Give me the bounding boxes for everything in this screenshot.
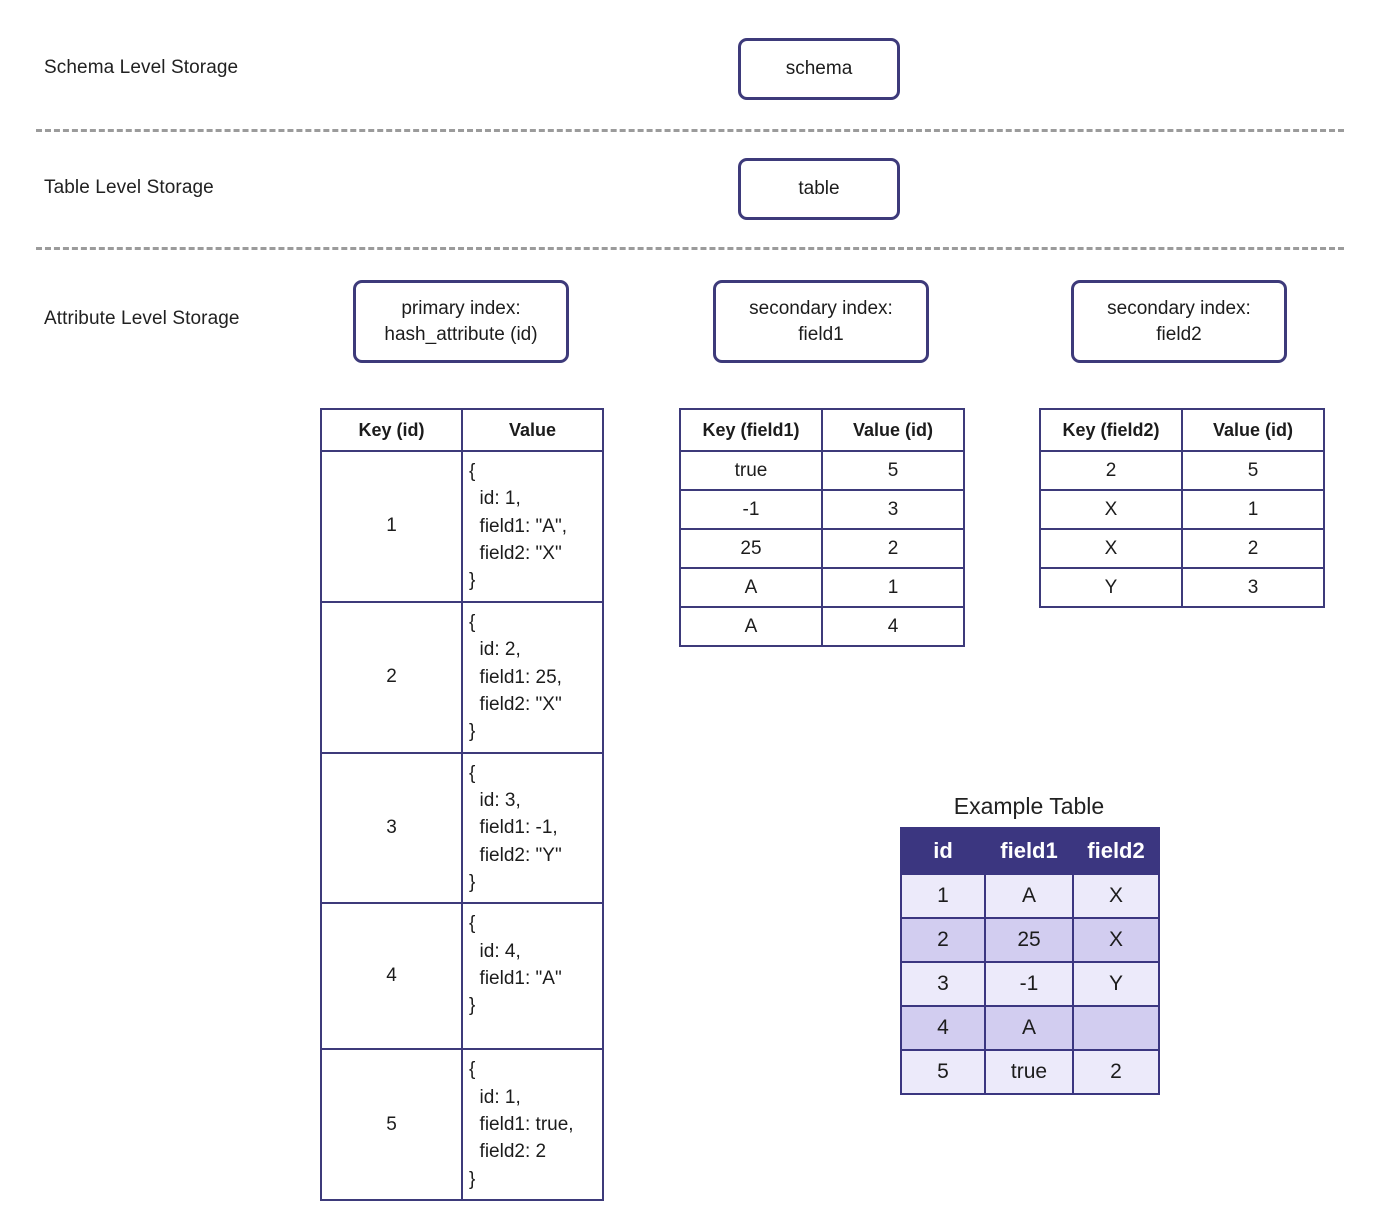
cell-field2: 2 (1072, 1049, 1160, 1095)
column-header-key-field1: Key (field1) (679, 408, 823, 452)
cell-value: { id: 3, field1: -1, field2: "Y" } (461, 751, 604, 905)
cell-key: 1 (320, 450, 463, 603)
cell-field1: A (984, 1005, 1074, 1051)
table-row: X 1 (1039, 489, 1325, 530)
cell-key: 2 (1039, 450, 1183, 491)
table-row: 2 25 X (900, 917, 1160, 963)
cell-value: 2 (821, 528, 965, 569)
table-header-row: Key (field1) Value (id) (679, 408, 965, 452)
secondary-index-field2-kv-table: Key (field2) Value (id) 2 5 X 1 X 2 Y 3 (1039, 408, 1325, 608)
cell-field2: X (1072, 917, 1160, 963)
secondary-index-field2-label-line2: field2 (1156, 323, 1202, 345)
cell-field2: Y (1072, 961, 1160, 1007)
cell-key: X (1039, 528, 1183, 569)
cell-key: 3 (320, 751, 463, 905)
schema-node-box[interactable]: schema (738, 38, 900, 100)
cell-field1: 25 (984, 917, 1074, 963)
primary-index-kv-table: Key (id) Value 1 { id: 1, field1: "A", f… (320, 408, 604, 1202)
dashed-separator-schema-table (36, 129, 1344, 132)
secondary-index-field1-label-line2: field1 (798, 323, 844, 345)
table-row: A 1 (679, 567, 965, 608)
column-header-value: Value (461, 408, 604, 452)
column-header-key-field2: Key (field2) (1039, 408, 1183, 452)
column-header-id: id (900, 827, 986, 875)
cell-value: { id: 1, field1: true, field2: 2 } (461, 1048, 604, 1202)
table-row: -1 3 (679, 489, 965, 530)
cell-key: 5 (320, 1048, 463, 1202)
table-row: 5 true 2 (900, 1049, 1160, 1095)
table-header-row: Key (field2) Value (id) (1039, 408, 1325, 452)
row-label-table-level-storage: Table Level Storage (44, 177, 214, 198)
cell-value: { id: 4, field1: "A" } (461, 902, 604, 1051)
table-row: 4 A (900, 1005, 1160, 1051)
cell-id: 1 (900, 873, 986, 919)
secondary-index-field1-node-box[interactable]: secondary index: field1 (713, 280, 929, 363)
cell-field2-empty (1072, 1005, 1160, 1051)
table-row: 25 2 (679, 528, 965, 569)
secondary-index-field1-kv-table: Key (field1) Value (id) true 5 -1 3 25 2… (679, 408, 965, 647)
table-row: 2 5 (1039, 450, 1325, 491)
cell-field1: A (984, 873, 1074, 919)
table-row: 1 A X (900, 873, 1160, 919)
example-table-title: Example Table (953, 793, 1105, 819)
row-label-attribute-level-storage: Attribute Level Storage (44, 308, 240, 329)
cell-id: 5 (900, 1049, 986, 1095)
cell-value: 3 (821, 489, 965, 530)
cell-key: Y (1039, 567, 1183, 608)
secondary-index-field2-label-line1: secondary index: (1107, 298, 1251, 320)
cell-value: 3 (1181, 567, 1325, 608)
cell-id: 3 (900, 961, 986, 1007)
secondary-index-field1-label-line1: secondary index: (749, 298, 893, 320)
table-row: Y 3 (1039, 567, 1325, 608)
column-header-value-id: Value (id) (1181, 408, 1325, 452)
cell-field1: true (984, 1049, 1074, 1095)
table-row: X 2 (1039, 528, 1325, 569)
cell-value: 1 (821, 567, 965, 608)
schema-node-label: schema (785, 58, 853, 80)
example-table: id field1 field2 1 A X 2 25 X 3 -1 Y 4 A… (900, 827, 1160, 1095)
table-row: 4 { id: 4, field1: "A" } (320, 902, 604, 1051)
table-row: 3 -1 Y (900, 961, 1160, 1007)
column-header-value-id: Value (id) (821, 408, 965, 452)
column-header-field1: field1 (984, 827, 1074, 875)
table-node-box[interactable]: table (738, 158, 900, 220)
secondary-index-field2-node-box[interactable]: secondary index: field2 (1071, 280, 1287, 363)
cell-key: A (679, 567, 823, 608)
cell-key: -1 (679, 489, 823, 530)
cell-value: 4 (821, 606, 965, 647)
cell-value: { id: 1, field1: "A", field2: "X" } (461, 450, 604, 603)
table-header-row: id field1 field2 (900, 827, 1160, 875)
cell-id: 4 (900, 1005, 986, 1051)
table-row: 5 { id: 1, field1: true, field2: 2 } (320, 1048, 604, 1202)
table-header-row: Key (id) Value (320, 408, 604, 452)
cell-key: X (1039, 489, 1183, 530)
cell-value: 5 (821, 450, 965, 491)
cell-key: A (679, 606, 823, 647)
table-row: 2 { id: 2, field1: 25, field2: "X" } (320, 600, 604, 754)
cell-key: 4 (320, 902, 463, 1051)
cell-field1: -1 (984, 961, 1074, 1007)
primary-index-node-box[interactable]: primary index: hash_attribute (id) (353, 280, 569, 363)
table-row: 3 { id: 3, field1: -1, field2: "Y" } (320, 751, 604, 905)
column-header-key: Key (id) (320, 408, 463, 452)
table-node-label: table (798, 178, 840, 200)
cell-value: { id: 2, field1: 25, field2: "X" } (461, 600, 604, 754)
cell-key: true (679, 450, 823, 491)
row-label-schema-level-storage: Schema Level Storage (44, 57, 239, 78)
cell-value: 2 (1181, 528, 1325, 569)
table-row: true 5 (679, 450, 965, 491)
cell-value: 5 (1181, 450, 1325, 491)
primary-index-label-line2: hash_attribute (id) (384, 323, 538, 345)
column-header-field2: field2 (1072, 827, 1160, 875)
cell-value: 1 (1181, 489, 1325, 530)
table-row: 1 { id: 1, field1: "A", field2: "X" } (320, 450, 604, 603)
primary-index-label-line1: primary index: (401, 298, 521, 320)
dashed-separator-table-attribute (36, 247, 1344, 250)
cell-key: 2 (320, 600, 463, 754)
table-row: A 4 (679, 606, 965, 647)
cell-key: 25 (679, 528, 823, 569)
cell-id: 2 (900, 917, 986, 963)
cell-field2: X (1072, 873, 1160, 919)
